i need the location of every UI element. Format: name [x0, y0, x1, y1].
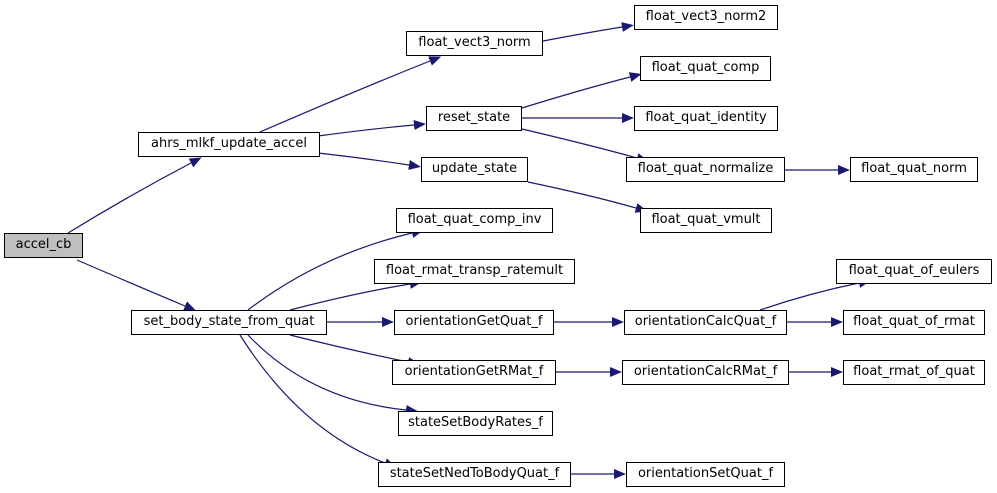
edge-set-body-state-from-quat-to-statesetbodyrates-f [247, 334, 418, 415]
node-float-rmat-of-quat[interactable]: float_rmat_of_quat [843, 360, 985, 385]
node-float-quat-of-eulers[interactable]: float_quat_of_eulers [836, 259, 992, 284]
edge-accel-cb-to-set-body-state-from-quat [76, 259, 197, 311]
edge-ahrs-mlkf-update-accel-to-float-vect3-norm [259, 56, 442, 133]
node-accel-cb: accel_cb [4, 233, 83, 258]
node-orientationgetquat-f[interactable]: orientationGetQuat_f [394, 310, 554, 335]
node-float-quat-norm[interactable]: float_quat_norm [850, 157, 978, 182]
node-float-vect3-norm[interactable]: float_vect3_norm [406, 31, 543, 56]
edge-update-state-to-float-quat-vmult [527, 181, 648, 213]
node-float-quat-comp-inv[interactable]: float_quat_comp_inv [396, 208, 553, 233]
edge-ahrs-mlkf-update-accel-to-reset-state [317, 120, 426, 137]
edge-ahrs-mlkf-update-accel-to-update-state [317, 152, 421, 170]
node-float-quat-normalize[interactable]: float_quat_normalize [626, 157, 785, 182]
node-statesetnedtobodyquat-f[interactable]: stateSetNedToBodyQuat_f [378, 462, 571, 487]
node-float-vect3-norm2[interactable]: float_vect3_norm2 [634, 5, 778, 30]
node-float-rmat-transp-ratemult[interactable]: float_rmat_transp_ratemult [374, 259, 575, 284]
node-orientationgetrmat-f[interactable]: orientationGetRMat_f [392, 360, 556, 385]
edge-accel-cb-to-ahrs-mlkf-update-accel [67, 157, 202, 234]
edge-reset-state-to-float-quat-comp [521, 72, 642, 109]
node-orientationcalcrmat-f[interactable]: orientationCalcRMat_f [622, 360, 789, 385]
node-float-quat-vmult[interactable]: float_quat_vmult [640, 208, 772, 233]
edge-float-vect3-norm-to-float-vect3-norm2 [542, 22, 634, 42]
edge-set-body-state-from-quat-to-orientationgetrmat-f [289, 334, 420, 367]
edge-reset-state-to-float-quat-normalize [521, 128, 649, 163]
node-float-quat-identity[interactable]: float_quat_identity [634, 106, 778, 131]
edge-orientationcalcquat-f-to-float-quat-of-eulers [759, 278, 871, 311]
edge-set-body-state-from-quat-to-float-rmat-transp-ratemult [289, 279, 422, 311]
node-orientationsetquat-f[interactable]: orientationSetQuat_f [626, 462, 785, 487]
edge-set-body-state-from-quat-to-float-quat-comp-inv [247, 228, 424, 311]
node-float-quat-comp[interactable]: float_quat_comp [640, 56, 771, 81]
node-reset-state[interactable]: reset_state [426, 106, 522, 131]
node-ahrs-mlkf-update-accel[interactable]: ahrs_mlkf_update_accel [138, 132, 320, 157]
node-float-quat-of-rmat[interactable]: float_quat_of_rmat [843, 310, 985, 335]
node-set-body-state-from-quat[interactable]: set_body_state_from_quat [131, 310, 327, 335]
node-update-state[interactable]: update_state [421, 157, 528, 182]
edge-set-body-state-from-quat-to-statesetnedtobodyquat-f [239, 334, 397, 468]
node-statesetbodyrates-f[interactable]: stateSetBodyRates_f [398, 411, 553, 436]
node-orientationcalcquat-f[interactable]: orientationCalcQuat_f [624, 310, 787, 335]
